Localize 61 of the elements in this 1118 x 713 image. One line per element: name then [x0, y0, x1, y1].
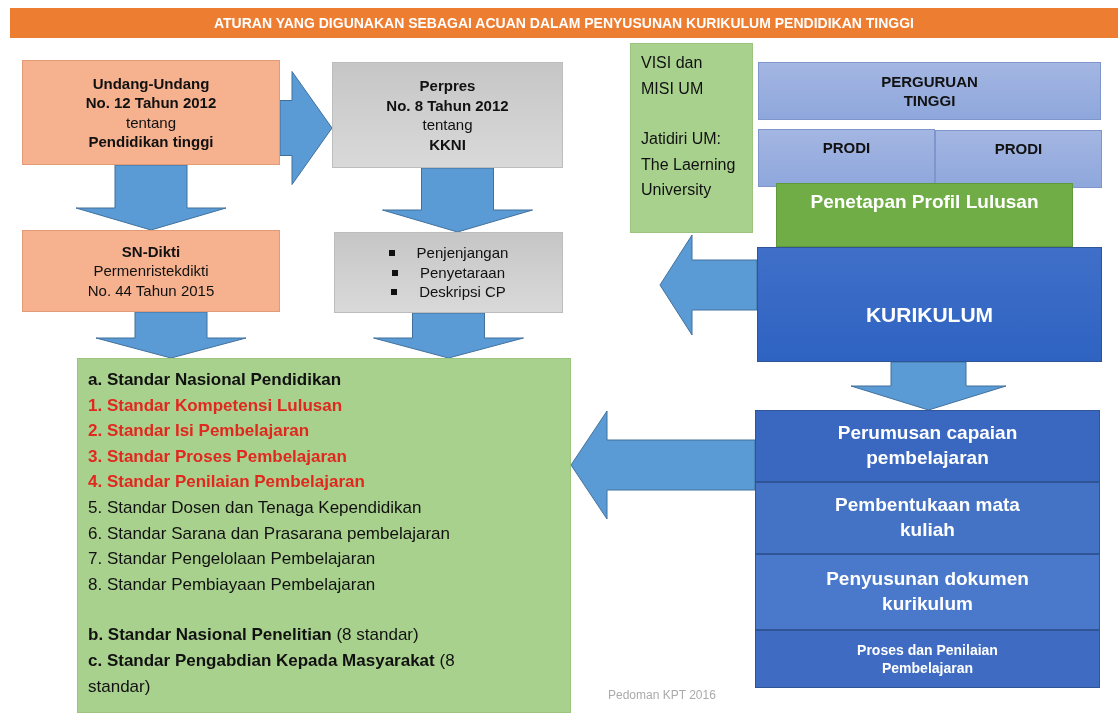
curriculum-box	[757, 247, 1102, 362]
node-text: 6. Standar Sarana dan Prasarana pembelajaran	[88, 522, 450, 545]
profile-box	[776, 183, 1073, 247]
node-text: tentang	[125, 112, 176, 132]
list-box	[334, 232, 563, 313]
node-text: No. 8 Tahun 2012	[386, 95, 509, 115]
block-arrow	[75, 164, 227, 231]
node-text: Penyusunan dokumen kurikulum	[825, 567, 1030, 616]
node-text: c. Standar Pengabdian Kepada Masyarakat (8 standar)	[88, 649, 456, 698]
title-banner: ATURAN YANG DIGUNAKAN SEBAGAI ACUAN DALAM PENYUSUNAN KURIKULUM PENDIDIKAN TINGGI	[10, 8, 1118, 38]
node-text: SN-Dikti	[121, 241, 181, 262]
standards-panel	[77, 358, 571, 713]
source-note: Pedoman KPT 2016	[608, 688, 716, 702]
regulation-box	[332, 62, 563, 168]
block-arrow	[373, 312, 524, 359]
node-text: Penetapan Profil Lulusan	[810, 190, 1039, 214]
vision-box	[630, 43, 753, 233]
block-arrow	[659, 234, 758, 336]
node-text: Permenristekdikti	[93, 261, 209, 281]
node-text: 7. Standar Pengelolaan Pembelajaran	[88, 548, 376, 571]
list-item: Deskripsi CP	[419, 282, 506, 302]
node-text: VISI dan MISI UM	[641, 53, 705, 99]
block-arrow	[382, 167, 533, 233]
node-text: Pendidikan tinggi	[88, 132, 214, 152]
node-text: tentang	[422, 115, 473, 135]
node-text: PRODI	[994, 139, 1043, 159]
block-arrow	[279, 71, 333, 185]
list-item: Penjenjangan	[416, 243, 509, 263]
node-text: 8. Standar Pembiayaan Pembelajaran	[88, 573, 376, 596]
node-text: No. 44 Tahun 2015	[87, 280, 215, 301]
node-text: Perpres	[419, 76, 476, 96]
step-box	[755, 482, 1100, 554]
program-box	[758, 129, 935, 187]
standard-box	[22, 230, 280, 312]
law-box	[22, 60, 280, 165]
block-arrow	[850, 361, 1007, 411]
institution-box	[758, 62, 1101, 120]
node-text: b. Standar Nasional Penelitian (8 standar)	[88, 624, 419, 647]
program-box	[935, 130, 1102, 188]
node-text: PRODI	[822, 138, 871, 158]
node-text: Jatidiri UM: The Laerning University	[641, 129, 737, 200]
node-text: PERGURUAN TINGGI	[880, 71, 979, 111]
list-item: Penyetaraan	[419, 262, 506, 283]
step-box	[755, 554, 1100, 630]
node-text: KKNI	[429, 134, 466, 154]
step-box	[755, 410, 1100, 482]
step-box	[755, 630, 1100, 688]
node-text: 4. Standar Penilaian Pembelajaran	[88, 471, 365, 494]
block-arrow	[95, 311, 247, 359]
node-text: Proses dan Penilaian Pembelajaran	[856, 640, 999, 678]
node-text: Pembentukaan mata kuliah	[834, 493, 1021, 542]
block-arrow	[570, 410, 756, 520]
node-text: Undang-Undang	[92, 73, 210, 93]
node-text: 2. Standar Isi Pembelajaran	[88, 420, 310, 443]
node-text: KURIKULUM	[865, 301, 994, 328]
node-text: a. Standar Nasional Pendidikan	[88, 369, 342, 391]
node-text: 3. Standar Proses Pembelajaran	[88, 445, 347, 468]
node-text: No. 12 Tahun 2012	[85, 93, 217, 113]
node-text: 1. Standar Kompetensi Lulusan	[88, 394, 343, 417]
node-text: Perumusan capaian pembelajaran	[836, 421, 1019, 470]
node-text: 5. Standar Dosen dan Tenaga Kependidikan	[88, 496, 422, 519]
